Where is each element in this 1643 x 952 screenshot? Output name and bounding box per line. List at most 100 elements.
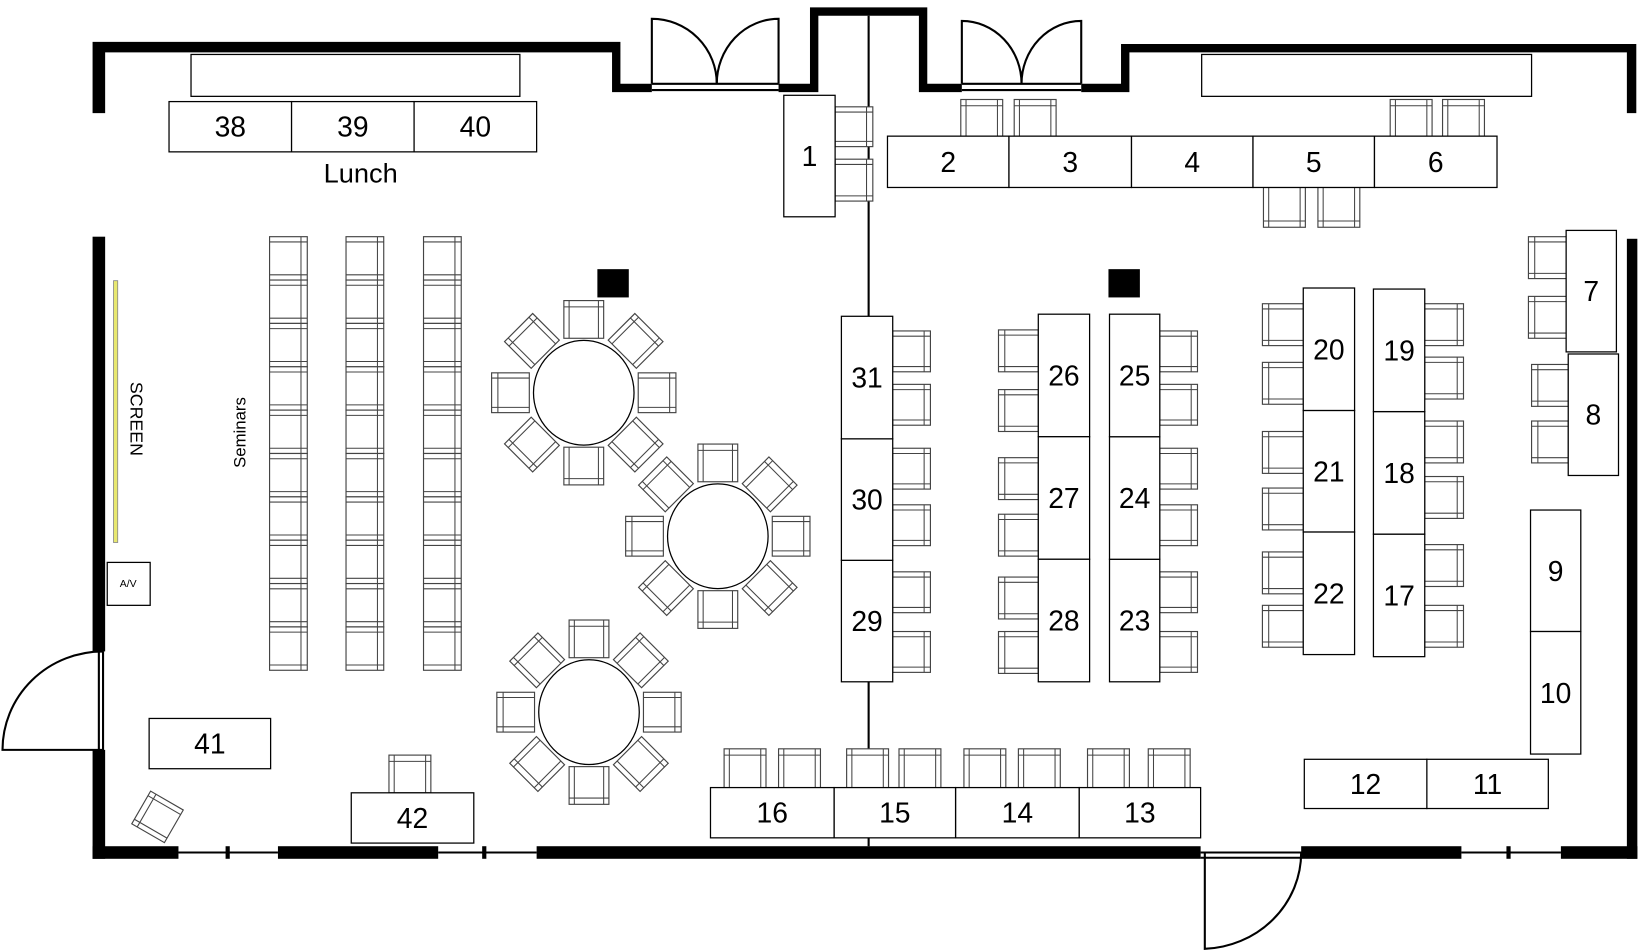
table-number: 2 <box>940 146 956 178</box>
round-table[interactable] <box>496 619 682 805</box>
chair <box>1441 98 1486 137</box>
table-surface[interactable] <box>1108 313 1161 438</box>
table-25[interactable]: 25 <box>1108 313 1161 438</box>
table-surface[interactable] <box>1426 758 1549 810</box>
table-surface[interactable] <box>1372 288 1426 413</box>
table-29[interactable]: 29 <box>840 559 894 683</box>
table-6[interactable]: 6 <box>1373 135 1498 189</box>
table-15[interactable]: 15 <box>833 786 957 839</box>
bottom-door[interactable] <box>1200 851 1303 950</box>
chair <box>892 504 931 547</box>
table-surface[interactable] <box>783 94 836 218</box>
table-surface[interactable] <box>1302 531 1356 656</box>
table-surface[interactable] <box>1529 509 1582 633</box>
table-surface[interactable] <box>148 717 272 770</box>
round-table[interactable] <box>491 300 677 486</box>
table-39[interactable]: 39 <box>290 100 415 153</box>
table-23[interactable]: 23 <box>1108 558 1161 683</box>
chair <box>345 626 385 671</box>
side-door-left[interactable] <box>1 650 105 751</box>
double-door-right[interactable] <box>960 19 1083 92</box>
table-surface[interactable] <box>168 100 293 153</box>
table-11[interactable]: 11 <box>1426 758 1549 810</box>
table-38[interactable]: 38 <box>168 100 293 153</box>
table-number: 18 <box>1383 457 1414 489</box>
table-1[interactable]: 1 <box>783 94 836 218</box>
table-surface[interactable] <box>1252 135 1376 189</box>
table-surface[interactable] <box>1037 558 1091 683</box>
table-10[interactable]: 10 <box>1529 630 1582 755</box>
table-21[interactable]: 21 <box>1302 409 1356 533</box>
table-surface[interactable] <box>350 792 475 844</box>
table-4[interactable]: 4 <box>1130 135 1254 189</box>
chair <box>834 106 874 148</box>
table-surface[interactable] <box>833 786 957 839</box>
table-surface[interactable] <box>1303 758 1428 810</box>
table-17[interactable]: 17 <box>1372 533 1426 658</box>
table-19[interactable]: 19 <box>1372 288 1426 413</box>
table-surface[interactable] <box>413 100 538 153</box>
table-26[interactable]: 26 <box>1037 313 1091 438</box>
lunch-label: Lunch <box>324 157 398 188</box>
chair <box>846 748 890 789</box>
table-surface[interactable] <box>1078 786 1202 839</box>
wall-bottom <box>1560 846 1638 859</box>
table-surface[interactable] <box>1373 135 1498 189</box>
table-surface[interactable] <box>1565 229 1618 353</box>
table-8[interactable]: 8 <box>1567 353 1620 477</box>
round-table-top[interactable] <box>666 483 769 590</box>
table-41[interactable]: 41 <box>148 717 272 770</box>
round-table-top[interactable] <box>532 339 635 446</box>
table-surface[interactable] <box>886 135 1010 189</box>
table-number: 19 <box>1383 334 1414 366</box>
table-surface[interactable] <box>709 786 835 839</box>
table-20[interactable]: 20 <box>1302 287 1356 412</box>
table-42[interactable]: 42 <box>350 792 475 844</box>
chair <box>345 279 385 324</box>
table-14[interactable]: 14 <box>954 786 1080 839</box>
table-number: 7 <box>1583 275 1599 307</box>
table-16[interactable]: 16 <box>709 786 835 839</box>
table-28[interactable]: 28 <box>1037 558 1091 683</box>
chair <box>1527 236 1567 280</box>
table-surface[interactable] <box>1008 135 1133 189</box>
chair <box>697 443 739 483</box>
table-surface[interactable] <box>1108 436 1161 560</box>
table-surface[interactable] <box>1302 409 1356 533</box>
double-door-left[interactable] <box>650 17 780 92</box>
table-surface[interactable] <box>954 786 1080 839</box>
table-surface[interactable] <box>1372 533 1426 658</box>
table-9[interactable]: 9 <box>1529 509 1582 633</box>
table-5[interactable]: 5 <box>1252 135 1376 189</box>
wall-right <box>1626 238 1638 859</box>
table-surface[interactable] <box>1108 558 1161 683</box>
table-18[interactable]: 18 <box>1372 410 1426 535</box>
table-12[interactable]: 12 <box>1303 758 1428 810</box>
chair <box>1017 748 1061 789</box>
chair <box>422 366 462 411</box>
table-surface[interactable] <box>290 100 415 153</box>
table-3[interactable]: 3 <box>1008 135 1133 189</box>
chair <box>960 98 1004 137</box>
table-surface[interactable] <box>1567 353 1620 477</box>
table-13[interactable]: 13 <box>1078 786 1202 839</box>
chair <box>892 330 931 373</box>
table-surface[interactable] <box>840 438 894 561</box>
round-table-top[interactable] <box>538 659 640 766</box>
round-table[interactable] <box>625 443 811 629</box>
table-surface[interactable] <box>840 315 894 440</box>
table-22[interactable]: 22 <box>1302 531 1356 656</box>
table-2[interactable]: 2 <box>886 135 1010 189</box>
chair <box>563 300 605 339</box>
table-surface[interactable] <box>1529 630 1582 755</box>
table-31[interactable]: 31 <box>840 315 894 440</box>
table-surface[interactable] <box>1037 436 1091 560</box>
table-24[interactable]: 24 <box>1108 436 1161 560</box>
table-surface[interactable] <box>1130 135 1254 189</box>
table-30[interactable]: 30 <box>840 438 894 561</box>
table-surface[interactable] <box>1372 410 1426 535</box>
table-surface[interactable] <box>840 559 894 683</box>
table-27[interactable]: 27 <box>1037 436 1091 560</box>
table-40[interactable]: 40 <box>413 100 538 153</box>
table-7[interactable]: 7 <box>1565 229 1618 353</box>
